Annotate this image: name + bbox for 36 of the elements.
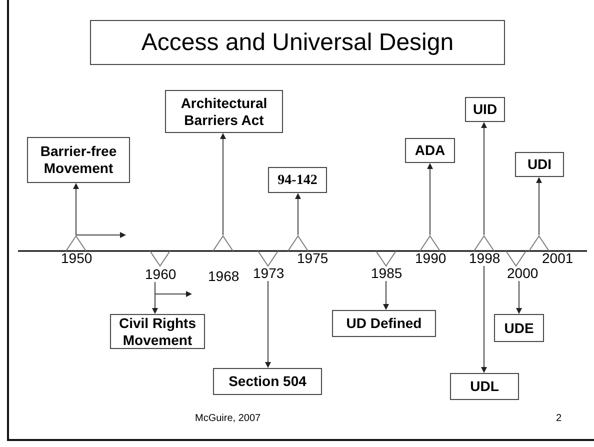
event-box: UDE <box>494 314 544 342</box>
year-label: 2000 <box>507 265 537 281</box>
arrow <box>295 193 301 236</box>
footer-citation: McGuire, 2007 <box>195 413 261 424</box>
event-box: Civil Rights Movement <box>110 314 205 349</box>
event-box: UDI <box>515 152 564 177</box>
arrow <box>516 280 522 314</box>
arrow <box>154 282 192 297</box>
year-label: 1973 <box>253 265 283 281</box>
event-box: Section 504 <box>213 368 322 395</box>
arrow <box>536 177 542 236</box>
year-label: 1990 <box>415 250 445 266</box>
event-box: ADA <box>405 138 455 163</box>
year-label: 2001 <box>542 250 572 266</box>
arrow <box>383 280 389 310</box>
event-box: 94-142 <box>268 167 327 193</box>
event-box: UD Defined <box>332 310 436 337</box>
year-label: 1968 <box>208 268 238 284</box>
event-box: Barrier-free Movement <box>27 137 130 183</box>
year-label: 1998 <box>469 250 499 266</box>
year-label: 1950 <box>61 250 91 266</box>
arrow <box>73 183 79 236</box>
arrow <box>220 133 226 236</box>
arrow <box>427 163 433 236</box>
title-box: Access and Universal Design <box>90 20 505 65</box>
year-label: 1985 <box>371 265 401 281</box>
arrow <box>481 122 487 236</box>
arrow <box>76 232 126 238</box>
year-label: 1960 <box>145 266 175 282</box>
event-box: UDL <box>450 373 519 400</box>
year-label: 1975 <box>297 250 327 266</box>
event-box: UID <box>465 97 505 122</box>
arrow <box>481 266 487 373</box>
event-box: Architectural Barriers Act <box>165 90 283 133</box>
page-number: 2 <box>556 413 562 424</box>
arrow <box>265 280 271 368</box>
